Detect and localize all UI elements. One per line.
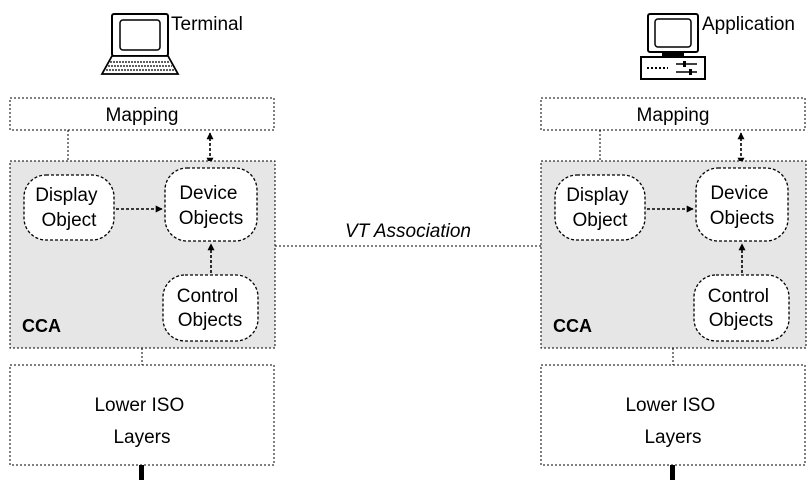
right-control-objects bbox=[693, 274, 790, 342]
right-control-objects-label: Control Objects bbox=[708, 286, 775, 331]
right-device-objects bbox=[695, 167, 789, 242]
left-network-link bbox=[139, 465, 144, 480]
computer-application-icon bbox=[640, 13, 706, 80]
left-control-objects bbox=[162, 274, 259, 342]
left-lower-iso-label: Lower ISO Layers bbox=[94, 395, 189, 448]
left-cca-label: CCA bbox=[22, 316, 61, 336]
left-mapping-label: Mapping bbox=[106, 105, 179, 126]
left-control-objects-label: Control Objects bbox=[177, 286, 244, 331]
left-display-object bbox=[23, 174, 115, 241]
terminal-label: Terminal bbox=[171, 14, 243, 35]
vt-association-label: VT Association bbox=[345, 221, 471, 242]
right-lower-iso-box bbox=[540, 364, 806, 466]
left-display-object-label: Display Object bbox=[35, 185, 103, 231]
right-device-objects-label: Device Objects bbox=[710, 183, 774, 229]
left-lower-iso-box bbox=[9, 364, 275, 466]
right-display-object-label: Display Object bbox=[566, 185, 634, 231]
left-mapping-box bbox=[9, 97, 275, 131]
right-network-link bbox=[670, 465, 675, 480]
application-label: Application bbox=[702, 14, 795, 35]
laptop-terminal-icon bbox=[100, 13, 180, 75]
right-stack: Application Mapping CCA Display Object D… bbox=[540, 13, 807, 480]
left-device-objects-label: Device Objects bbox=[179, 183, 243, 229]
left-stack: Terminal Mapping CCA Display Object Devi… bbox=[9, 13, 276, 480]
right-mapping-box bbox=[540, 97, 806, 131]
right-display-object bbox=[554, 174, 646, 241]
right-lower-iso-label: Lower ISO Layers bbox=[625, 395, 720, 448]
right-mapping-label: Mapping bbox=[637, 105, 710, 126]
right-cca-label: CCA bbox=[553, 316, 592, 336]
left-device-objects bbox=[164, 167, 258, 242]
